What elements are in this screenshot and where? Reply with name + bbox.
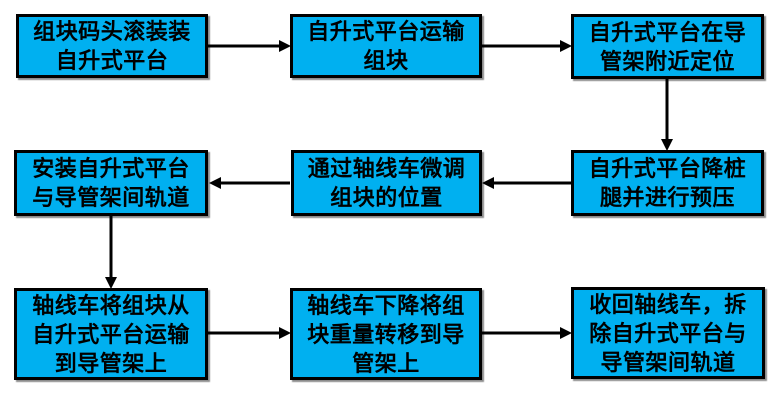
flow-step-1: 组块码头滚装装 自升式平台 <box>16 14 208 78</box>
flow-step-2-label: 自升式平台运输 组块 <box>307 19 465 73</box>
arrow-step7-to-step8 <box>208 327 291 339</box>
flow-step-5-label: 通过轴线车微调 组块的位置 <box>307 156 466 210</box>
flow-step-5: 通过轴线车微调 组块的位置 <box>291 150 482 216</box>
arrow-step6-to-step5 <box>482 177 571 189</box>
arrow-step5-to-step4 <box>209 177 290 189</box>
arrow-step8-to-step9 <box>482 327 572 339</box>
flow-step-2: 自升式平台运输 组块 <box>290 14 482 78</box>
flow-step-6: 自升式平台降桩 腿并进行预压 <box>571 150 764 216</box>
arrow-step4-to-step7 <box>105 216 117 289</box>
arrow-step2-to-step3 <box>482 40 572 52</box>
flow-step-4-label: 安装自升式平台 与导管架间轨道 <box>32 156 190 210</box>
flow-step-6-label: 自升式平台降桩 腿并进行预压 <box>588 156 747 210</box>
flow-step-3-label: 自升式平台在导 管架附近定位 <box>588 19 747 74</box>
flow-step-7-label: 轴线车将组块从 自升式平台运输 到导管架上 <box>32 292 190 376</box>
flow-step-8: 轴线车下降将组 块重量转移到导 管架上 <box>290 288 482 380</box>
flow-step-4: 安装自升式平台 与导管架间轨道 <box>14 150 208 216</box>
flow-step-8-label: 轴线车下降将组 块重量转移到导 管架上 <box>307 292 465 376</box>
flow-step-3: 自升式平台在导 管架附近定位 <box>571 14 764 79</box>
flow-step-9: 收回轴线车，拆 除自升式平台与 导管架间轨道 <box>571 287 765 379</box>
arrow-step3-to-step6 <box>661 79 673 151</box>
flow-step-1-label: 组块码头滚装装 自升式平台 <box>33 19 191 73</box>
flow-step-7: 轴线车将组块从 自升式平台运输 到导管架上 <box>14 288 208 380</box>
arrow-step1-to-step2 <box>208 40 291 52</box>
flow-step-9-label: 收回轴线车，拆 除自升式平台与 导管架间轨道 <box>589 291 747 375</box>
